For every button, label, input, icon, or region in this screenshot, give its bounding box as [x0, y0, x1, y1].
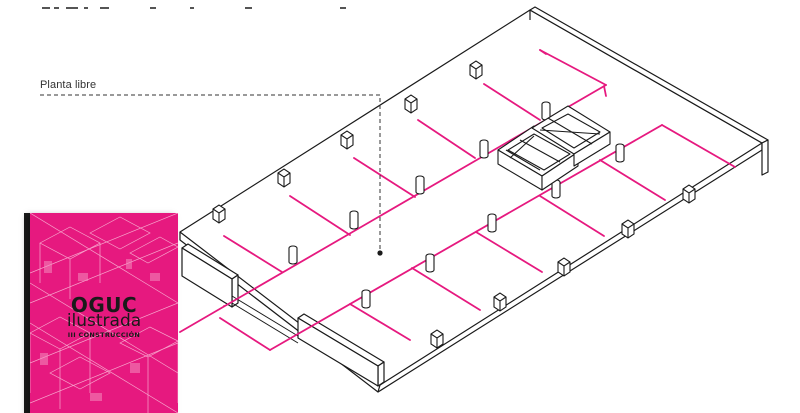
book-spine — [24, 213, 31, 413]
callout-leader — [40, 94, 383, 256]
book-cover: OGUC ilustrada III CONSTRUCCIÓN — [30, 213, 178, 413]
ramp-edge — [231, 295, 299, 344]
book-cover-illustration — [30, 213, 178, 413]
callout-label-planta-libre: Planta libre — [40, 79, 97, 91]
front-wall-left — [181, 243, 239, 308]
cropped-text-fragments — [42, 7, 346, 9]
book-title-ilustrada: ilustrada — [66, 311, 142, 331]
front-wall-right — [297, 313, 385, 387]
cropped-text-strip — [40, 0, 370, 10]
central-box-structure — [497, 105, 611, 191]
book-subtitle-construccion: III CONSTRUCCIÓN — [67, 331, 141, 339]
isometric-parking-diagram — [40, 6, 769, 393]
book-title-oguc: OGUC — [70, 293, 138, 317]
back-wall-right — [529, 6, 769, 176]
